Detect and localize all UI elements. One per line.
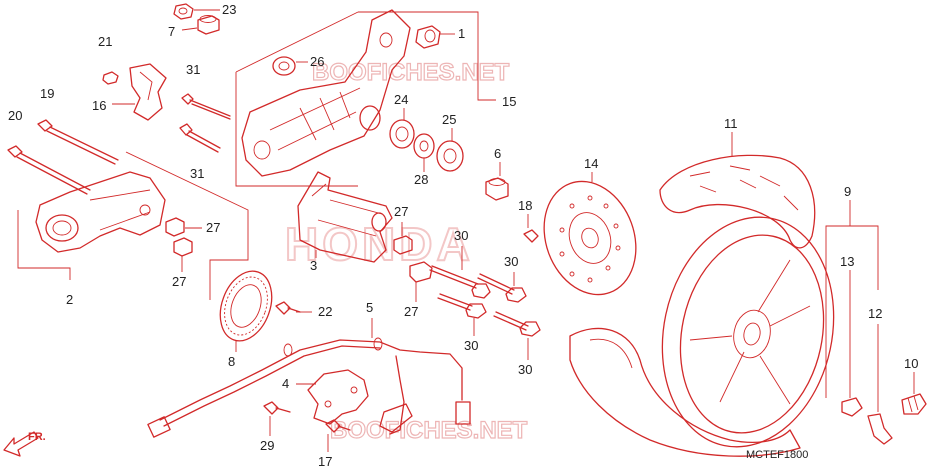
collar-27-mid-b [409,261,433,283]
callout-15: 15 [502,94,516,109]
callout-22: 22 [318,304,332,319]
callout-17: 17 [318,454,332,467]
bolt-30c [437,293,487,319]
watermark-bottom: BOOFICHES.NET [330,417,528,444]
callout-27b: 27 [394,204,408,219]
bolt-31b [179,123,221,153]
callouts: 23 7 1 21 26 31 19 24 15 16 20 25 11 6 1… [8,2,918,467]
callout-23: 23 [222,2,236,17]
callout-27a: 27 [206,220,220,235]
bolt-30a [429,265,491,299]
speed-sensor-cable-5 [147,337,471,438]
bolt-18 [523,229,539,243]
collar-6 [485,177,509,201]
bolt-29 [263,401,291,415]
callout-30c: 30 [464,338,478,353]
callout-18: 18 [518,198,532,213]
callout-31b: 31 [190,166,204,181]
callout-27d: 27 [404,304,418,319]
bolt-30d [493,311,541,337]
callout-13: 13 [840,254,854,269]
nut-23 [173,3,194,20]
callout-5: 5 [366,300,373,315]
bracket-16 [129,63,167,121]
callout-7: 7 [168,24,175,39]
callout-29: 29 [260,438,274,453]
callout-24: 24 [394,92,408,107]
callout-27c: 27 [172,274,186,289]
bushing-1 [415,25,441,49]
bearing-24 [389,119,415,149]
bearing-28 [413,133,435,159]
bolt-30b [477,273,527,303]
callout-14: 14 [584,156,598,171]
weight-10 [901,393,927,415]
callout-2: 2 [66,292,73,307]
bolt-19 [37,119,119,165]
callout-19: 19 [40,86,54,101]
callout-12: 12 [868,306,882,321]
callout-26: 26 [310,54,324,69]
valve-13 [841,397,863,417]
bolt-31a [181,93,231,120]
watermark-honda: HONDA [285,218,474,270]
bearing-25 [436,140,464,172]
bolt-21 [102,71,119,85]
callout-3: 3 [310,258,317,273]
rear-bracket-15 [241,9,411,177]
callout-9: 9 [844,184,851,199]
callout-8: 8 [228,354,235,369]
sensor-bracket-4 [307,369,369,425]
rear-wheel [661,216,835,448]
direction-label: FR. [28,431,46,443]
callout-4: 4 [282,376,289,391]
callout-6: 6 [494,146,501,161]
valve-stem-12 [867,413,893,445]
tire-cutaway [569,327,801,457]
bolt-20 [7,145,91,195]
callout-11: 11 [724,116,738,131]
callout-1: 1 [458,26,465,41]
callout-20: 20 [8,108,22,123]
callout-21: 21 [98,34,112,49]
swing-arm-3 [297,171,393,263]
bolt-17 [325,419,351,433]
callout-10: 10 [904,356,918,371]
callout-30a: 30 [454,228,468,243]
collar-7 [197,15,220,35]
bolt-22 [275,301,301,315]
swing-arm-bracket-2 [35,171,166,253]
callout-25: 25 [442,112,456,127]
tire-11 [659,154,816,249]
callout-30b: 30 [504,254,518,269]
callout-31a: 31 [186,62,200,77]
callout-16: 16 [92,98,106,113]
collar-27-left-b [173,237,193,257]
callout-30d: 30 [518,362,532,377]
diagram-code: MCTEF1800 [746,449,808,461]
collar-27-left-a [165,217,185,237]
seal-26 [272,56,296,76]
callout-28: 28 [414,172,428,187]
pulser-ring-8 [219,270,273,342]
brake-disc-14 [543,180,637,296]
front-direction-arrow: FR. [3,431,46,457]
collar-27-mid-a [393,235,413,255]
